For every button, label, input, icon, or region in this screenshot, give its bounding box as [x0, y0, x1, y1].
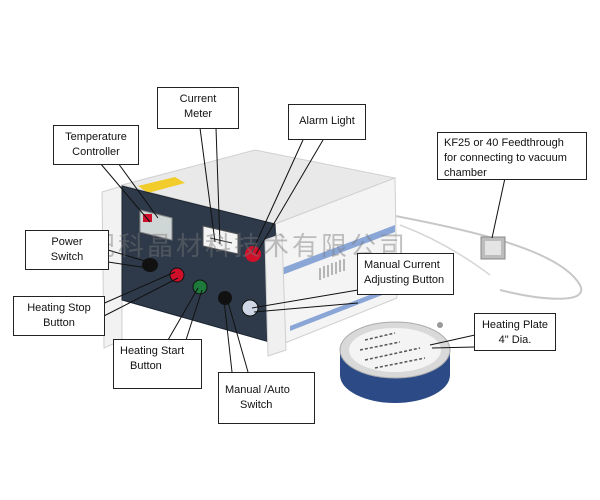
label-heating-start: Heating Start Button — [113, 339, 202, 389]
meter-scale — [209, 237, 233, 244]
label-text: KF25 or 40 Feedthrough — [444, 137, 564, 149]
label-text: Switch — [240, 399, 273, 411]
label-text: Heating Stop — [27, 302, 91, 314]
controller-display — [143, 214, 152, 222]
label-text: Temperature — [65, 131, 127, 143]
label-kf-feedthrough: KF25 or 40 Feedthrough for connecting to… — [437, 132, 587, 180]
power-switch-unit — [142, 258, 158, 272]
label-heating-stop: Heating Stop Button — [13, 296, 105, 336]
rack-ear-right — [264, 233, 287, 357]
heating-start-unit — [192, 279, 208, 295]
label-text: Alarm Light — [299, 115, 355, 127]
current-knob-unit — [241, 299, 259, 317]
label-text: chamber — [444, 167, 487, 179]
heating-plate-grooves — [359, 332, 426, 369]
label-text: Heating Start — [120, 345, 185, 357]
warning-sticker — [138, 177, 185, 193]
label-text: for connecting to vacuum — [444, 152, 567, 164]
case-stripe — [290, 285, 395, 331]
cable — [389, 214, 583, 300]
label-text: Current — [179, 93, 217, 105]
label-text: Button — [130, 360, 162, 372]
label-text: Heating Plate — [481, 319, 549, 331]
label-manual-current: Manual Current Adjusting Button — [357, 253, 454, 295]
label-text: Manual /Auto — [225, 384, 290, 396]
cable — [399, 224, 491, 276]
label-text: Controller — [72, 146, 120, 158]
label-current-meter: Current Meter — [157, 87, 239, 129]
label-text: Manual Current — [364, 259, 440, 271]
plate-connector — [437, 322, 443, 328]
case-stripe — [282, 225, 395, 275]
heating-stop-unit — [169, 267, 185, 283]
manual-auto-unit — [218, 291, 232, 305]
label-heating-plate: Heating Plate 4" Dia. — [474, 313, 556, 351]
alarm-light-unit — [245, 246, 261, 262]
label-text: Adjusting Button — [364, 274, 445, 286]
label-alarm-light: Alarm Light — [288, 104, 366, 140]
label-temperature-controller: Temperature Controller — [53, 125, 139, 165]
case-vents — [319, 259, 345, 280]
label-text: 4" Dia. — [498, 334, 532, 346]
label-manual-auto: Manual /Auto Switch — [218, 372, 315, 424]
label-power-switch: Power Switch — [25, 230, 109, 270]
leader-lines — [99, 127, 506, 373]
kf-feedthrough-body — [485, 241, 501, 255]
label-text: Switch — [50, 251, 84, 263]
label-text: Power — [51, 236, 83, 248]
label-text: Button — [43, 317, 75, 329]
label-text: Meter — [183, 108, 213, 120]
